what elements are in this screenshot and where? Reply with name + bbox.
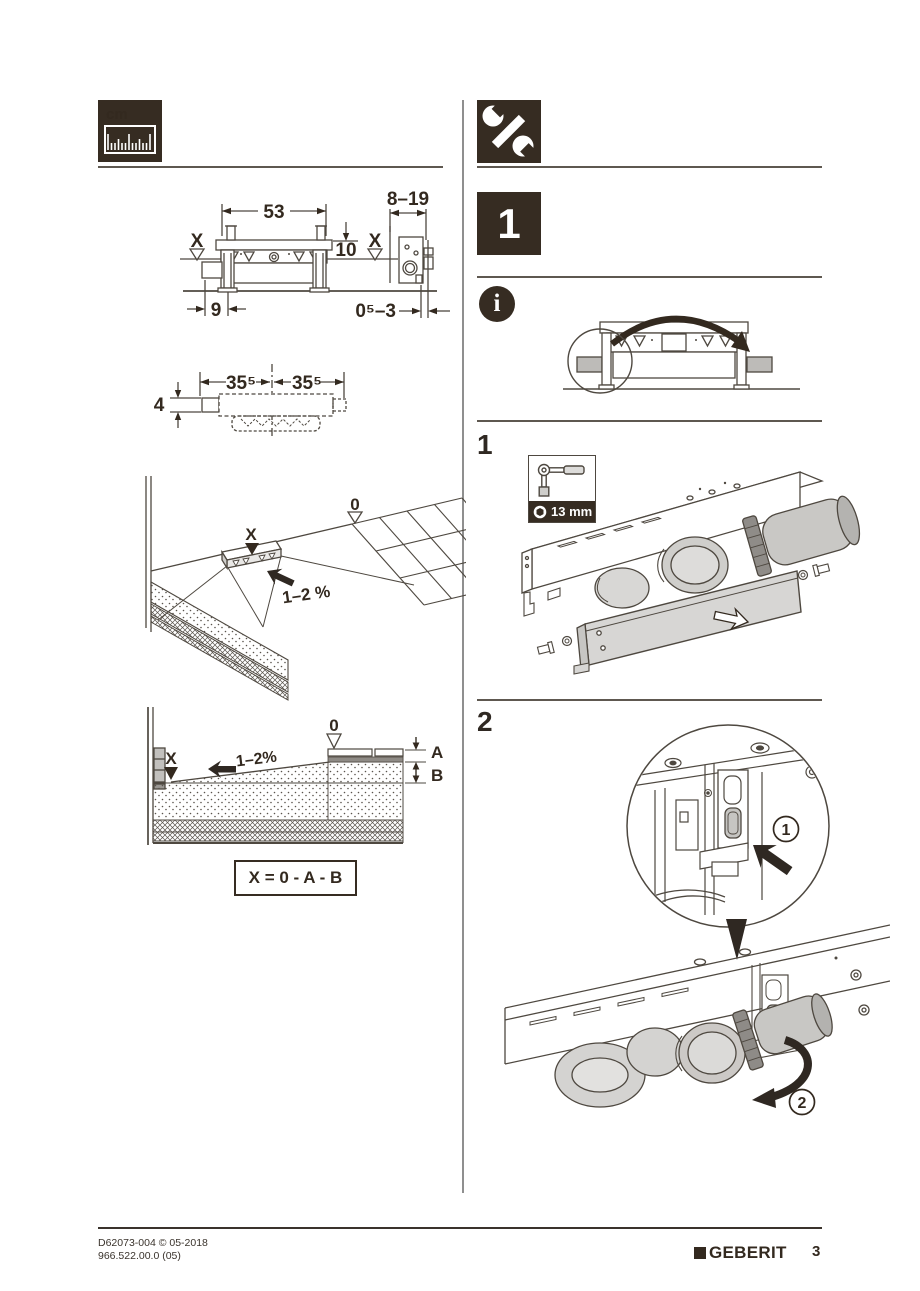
diagram-top-view: 35⁵ 35⁵ 4 — [154, 364, 347, 436]
level-x-right-label: X — [369, 231, 382, 252]
right-rule-1 — [477, 166, 822, 168]
tool-size-box: 13 mm — [528, 455, 596, 523]
diagram-front-view-dimensions: 53 8–19 X 10 X 9 0⁵–3 — [180, 189, 450, 322]
level-x-left-label: X — [191, 231, 204, 252]
formula-text: X = 0 - A - B — [248, 868, 343, 887]
zero-level-label: 0 — [350, 495, 359, 514]
dim-wall-gap-label: 0⁵–3 — [355, 301, 396, 322]
step-1-illustration — [521, 471, 861, 675]
chapter-number-box: 1 — [477, 192, 541, 255]
step-2-heading: 2 — [477, 706, 493, 738]
geberit-logo: GEBERIT — [694, 1243, 787, 1263]
dim-half-right-label: 35⁵ — [292, 373, 322, 394]
slope-label: 1–2 % — [281, 582, 331, 608]
ruler-icon: cm — [104, 106, 156, 154]
dim-a-label: A — [431, 743, 443, 762]
page-number-value: 3 — [812, 1243, 821, 1260]
step-2-number: 2 — [477, 706, 493, 737]
geberit-logo-text: GEBERIT — [709, 1243, 787, 1262]
diagram-slope-perspective: 0 X 1–2 % — [145, 476, 466, 701]
diagram-cross-section: X 0 1–2% A B — [147, 707, 443, 845]
zero-level-label: 0 — [329, 716, 338, 735]
slope-label: 1–2% — [235, 749, 278, 771]
right-rule-4 — [477, 699, 822, 701]
socket-size-icon — [533, 505, 547, 518]
dim-depth-label: 8–19 — [387, 189, 429, 210]
geberit-logo-mark — [694, 1247, 706, 1259]
callout-2: 2 — [798, 1095, 807, 1112]
dim-b-label: B — [431, 766, 443, 785]
tools-required-box — [477, 99, 541, 163]
tool-size-band: 13 mm — [529, 501, 595, 522]
dim-half-left-label: 35⁵ — [226, 373, 256, 394]
unit-cm-icon: cm — [98, 100, 162, 162]
step-1-number: 1 — [477, 429, 493, 460]
socket-wrench-icon — [537, 463, 585, 497]
left-column-rule — [98, 166, 443, 168]
info-illustration — [563, 315, 800, 394]
footer-rule — [98, 1227, 822, 1229]
doc-code: D62073-004 © 05-2018 — [98, 1237, 208, 1249]
info-icon: i — [479, 286, 515, 322]
article-code: 966.522.00.0 (05) — [98, 1250, 181, 1262]
x-level-label: X — [165, 749, 177, 768]
right-rule-3 — [477, 420, 822, 422]
zoom-pointer — [726, 919, 747, 960]
footer-codes: D62073-004 © 05-2018 966.522.00.0 (05) — [98, 1237, 208, 1263]
callout-1: 1 — [782, 822, 791, 839]
step-2-illustration: 1 — [504, 724, 890, 1116]
ruler-unit-label: cm — [106, 106, 128, 123]
dim-top-offset-label: 10 — [335, 240, 356, 261]
x-level-label: X — [245, 525, 257, 544]
column-divider — [462, 100, 464, 1193]
wrench-icon — [482, 99, 539, 162]
dim-pipe-label: 9 — [211, 300, 222, 321]
page-number: 3 — [812, 1243, 820, 1260]
step-1-heading: 1 — [477, 429, 493, 461]
dim-width-label: 53 — [263, 202, 284, 223]
tool-size-label: 13 mm — [551, 504, 593, 519]
formula-box: X = 0 - A - B — [234, 860, 357, 896]
right-rule-2 — [477, 276, 822, 278]
dim-height-label: 4 — [154, 395, 165, 416]
chapter-number: 1 — [497, 199, 521, 247]
